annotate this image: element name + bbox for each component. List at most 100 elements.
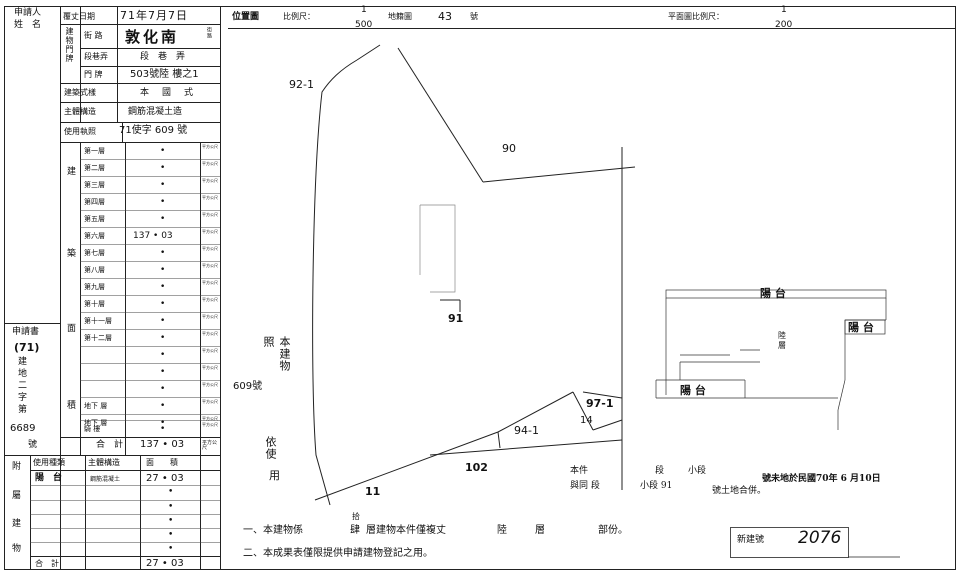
floor-row-value: •	[160, 418, 166, 428]
plan-scale-denominator: 200	[775, 20, 793, 30]
lot-11: 11	[365, 485, 381, 498]
lot-97-1: 97-1	[586, 397, 614, 410]
note1-mid: 層建物本件僅複丈	[366, 525, 446, 536]
permit-value: 71使字 609 號	[119, 125, 188, 136]
remarks-line1-prefix: 本件	[570, 466, 589, 476]
application-label: 申請書	[12, 327, 40, 337]
floor-row-value: •	[160, 214, 166, 224]
note1-suffix: 部份。	[598, 525, 628, 536]
street-label: 街 路	[84, 31, 103, 40]
floor-row-unit: 平方公尺	[202, 382, 218, 387]
applicant-name-label: 姓 名	[14, 20, 42, 30]
floor-row-name: 第一層	[84, 147, 105, 155]
floor-row-unit: 平方公尺	[202, 365, 218, 370]
floor-row-value: •	[160, 384, 166, 394]
floor-row-name: 第十二層	[84, 334, 112, 342]
floor-row-value: •	[160, 197, 166, 207]
floor-row-name: 地下 層	[84, 402, 108, 410]
floor-row-unit: 平方公尺	[202, 399, 218, 404]
doorplate-label: 門 牌	[84, 70, 103, 79]
floor-row-unit: 平方公尺	[202, 246, 218, 251]
floor-row-unit: 平方公尺	[202, 331, 218, 336]
floor-plan-drawing	[655, 289, 887, 430]
floor-row-value: •	[160, 367, 166, 377]
floors-side-label-4: 積	[67, 401, 77, 411]
remarks-line1-sub: 小段	[688, 466, 707, 476]
annex-side-3: 建	[12, 519, 22, 529]
application-unit: 號	[28, 440, 38, 450]
plan-balcony-right: 陽 台	[848, 321, 874, 334]
note1-floors: 肆	[350, 525, 360, 536]
style-label: 建築式樣	[64, 88, 96, 97]
application-type-4: 字	[18, 393, 28, 403]
floor-row-unit: 平方公尺	[202, 422, 218, 427]
floor-row-value: 137 • 03	[133, 231, 173, 241]
floor-row-value: •	[160, 146, 166, 156]
scale-numerator: 1	[361, 5, 367, 15]
application-type-3: 二	[18, 381, 28, 391]
annex-use-type-label: 使用種類	[33, 458, 65, 467]
lot-boundary-map	[312, 44, 636, 506]
vertical-note-col2: 照	[262, 336, 275, 348]
floor-row-name: 第三層	[84, 181, 105, 189]
floor-row-name: 第七層	[84, 249, 105, 257]
floor-row-unit: 平方公尺	[202, 263, 218, 268]
floor-row-value: •	[160, 265, 166, 275]
vertical-note-col3: 609號	[233, 381, 263, 392]
annex-area-label: 面 積	[146, 458, 178, 467]
street-unit: 街路	[206, 27, 212, 39]
floors-side-label-3: 面	[67, 324, 77, 334]
floor-row-name: 第八層	[84, 266, 105, 274]
floor-row-unit: 平方公尺	[202, 178, 218, 183]
floor-row-name: 第五層	[84, 215, 105, 223]
lot-102: 102	[465, 461, 488, 474]
floor-row-value: •	[160, 299, 166, 309]
note1-floor-unit: 層	[535, 525, 545, 536]
remarks-line1-suffix: 號未地於民國70年 6 月10日	[762, 474, 881, 484]
floor-row-unit: 平方公尺	[202, 280, 218, 285]
vertical-note: 本建物 照 609號 依使 用	[233, 336, 297, 486]
application-type-1: 建	[18, 357, 28, 367]
annex-empty-dot: •	[168, 530, 174, 540]
floor-row-unit: 平方公尺	[202, 195, 218, 200]
vertical-note-col5: 用	[269, 469, 280, 482]
application-number: 6689	[10, 423, 36, 434]
annex-structure-label: 主體構造	[88, 458, 120, 467]
cadastral-map-label: 地籍圖	[388, 12, 412, 21]
floor-row-unit: 平方公尺	[202, 229, 218, 234]
applicant-label: 申請人	[14, 8, 42, 18]
plan-balcony-top: 陽 台	[760, 287, 786, 300]
floor-row-name: 騎 樓	[84, 425, 101, 433]
lot-91: 91	[448, 312, 464, 325]
lot-94-1: 94-1	[514, 424, 539, 437]
application-type-2: 地	[18, 369, 28, 379]
annex-side-2: 屬	[12, 491, 22, 501]
note1-floor-value: 陸	[497, 525, 507, 536]
lane-label: 段巷弄	[84, 52, 108, 61]
style-value: 本 國 式	[140, 88, 196, 98]
floor-row-name: 第九層	[84, 283, 105, 291]
note1-superscript: 拾	[352, 512, 360, 521]
scale-label: 比例尺：	[283, 12, 315, 21]
building-location-label: 建物門牌	[65, 27, 74, 63]
remarks-line2-suffix: 號土地合併。	[712, 486, 767, 496]
lane-value: 段 巷 弄	[140, 52, 186, 62]
floor-row-name: 第十一層	[84, 317, 112, 325]
floor-row-name: 第十層	[84, 300, 105, 308]
review-date-value: 71年7月7日	[120, 9, 188, 22]
floor-row-name: 第二層	[84, 164, 105, 172]
new-building-label: 新建號	[737, 535, 765, 545]
lot-90: 90	[502, 142, 516, 155]
floor-row-value: •	[160, 424, 166, 434]
annex-row1-structure: 鋼筋混凝土	[90, 476, 121, 483]
annex-empty-dot: •	[168, 502, 174, 512]
floor-row-name: 第六層	[84, 232, 105, 240]
structure-label: 主體構造	[64, 107, 96, 116]
scale-denominator: 500	[355, 20, 373, 30]
plan-scale-label: 平面圖比例尺：	[668, 12, 724, 21]
plan-floor-label-1: 陸	[778, 331, 786, 340]
lot-92-1: 92-1	[289, 78, 314, 91]
vertical-note-col1: 本建物	[278, 336, 291, 372]
floor-row-value: •	[160, 282, 166, 292]
floor-row-unit: 平方公尺	[202, 212, 218, 217]
